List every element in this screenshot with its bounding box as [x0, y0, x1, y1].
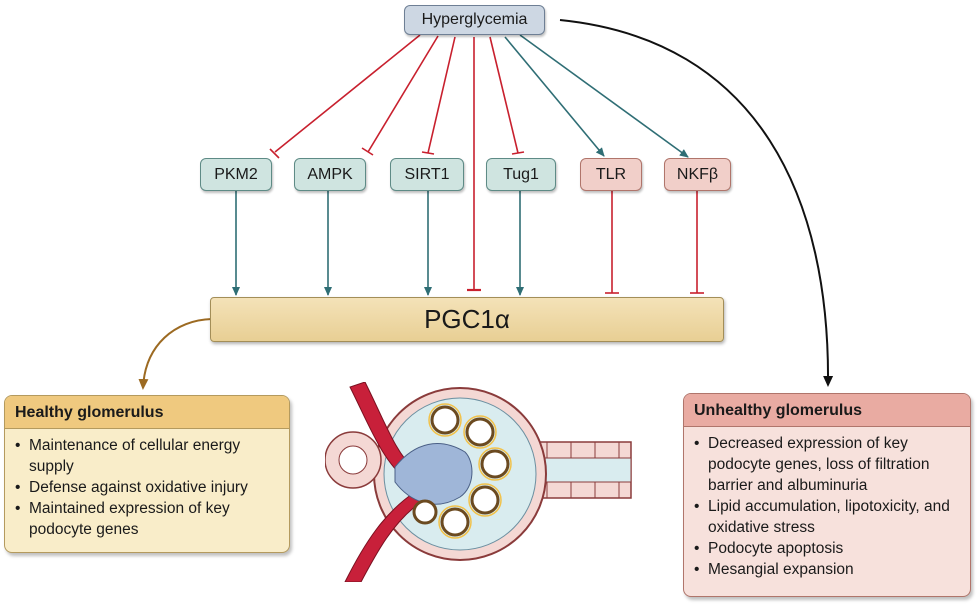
arrow-to-unhealthy [559, 19, 834, 387]
list-item: Maintenance of cellular energy supply [15, 435, 281, 477]
list-item: Podocyte apoptosis [694, 538, 962, 559]
sirt1-label: SIRT1 [404, 165, 450, 183]
pgc1a-inhibition-lines [605, 191, 704, 294]
list-item: Decreased expression of key podocyte gen… [694, 433, 962, 496]
pkm2-node: PKM2 [200, 158, 272, 191]
list-item: Maintained expression of key podocyte ge… [15, 498, 281, 540]
hyperglycemia-node: Hyperglycemia [404, 5, 545, 35]
ampk-node: AMPK [294, 158, 366, 191]
distal-tubule [325, 431, 382, 489]
pgc1a-activation-lines [232, 191, 524, 296]
tug1-node: Tug1 [486, 158, 556, 191]
ampk-label: AMPK [307, 165, 353, 183]
unhealthy-list: Decreased expression of key podocyte gen… [684, 433, 970, 580]
pkm2-label: PKM2 [214, 165, 258, 183]
tlr-label: TLR [595, 165, 627, 183]
healthy-list: Maintenance of cellular energy supply De… [5, 435, 289, 540]
list-item: Defense against oxidative injury [15, 477, 281, 498]
list-item: Lipid accumulation, lipotoxicity, and ox… [694, 496, 962, 538]
mesangium [394, 443, 473, 505]
pgc1a-node: PGC1α [210, 297, 724, 342]
pgc1a-label: PGC1α [424, 304, 510, 334]
arrow-to-healthy [138, 318, 213, 390]
unhealthy-panel-title: Unhealthy glomerulus [684, 394, 970, 427]
nkfb-node: NKFβ [664, 158, 731, 191]
inhibit-bar-pkm2 [269, 148, 280, 159]
inhibit-line-ampk [367, 35, 439, 153]
healthy-panel-title: Healthy glomerulus [5, 396, 289, 429]
hyperglycemia-activation-lines [504, 34, 689, 158]
tlr-node: TLR [580, 158, 642, 191]
unhealthy-glomerulus-panel: Unhealthy glomerulus Decreased expressio… [683, 393, 971, 597]
activate-line-tlr [504, 36, 605, 157]
capillary-loops [412, 405, 510, 537]
hyperglycemia-label: Hyperglycemia [421, 11, 528, 28]
inhibit-bar-sirt1 [421, 151, 435, 155]
activate-line-nkfb [519, 34, 689, 158]
inhibit-bar-tug1 [511, 151, 525, 155]
healthy-glomerulus-panel: Healthy glomerulus Maintenance of cellul… [4, 395, 290, 553]
tug1-label: Tug1 [503, 165, 539, 183]
inhibit-line-tug1 [489, 36, 519, 154]
hyperglycemia-inhibition-lines [269, 34, 525, 292]
glomerulus-illustration [325, 382, 632, 582]
inhibit-line-sirt1 [427, 36, 456, 154]
list-item: Mesangial expansion [694, 559, 962, 580]
inhibit-bar-ampk [361, 147, 374, 156]
nkfb-label: NKFβ [676, 165, 719, 183]
inhibit-line-pkm2 [274, 34, 421, 153]
sirt1-node: SIRT1 [390, 158, 464, 191]
